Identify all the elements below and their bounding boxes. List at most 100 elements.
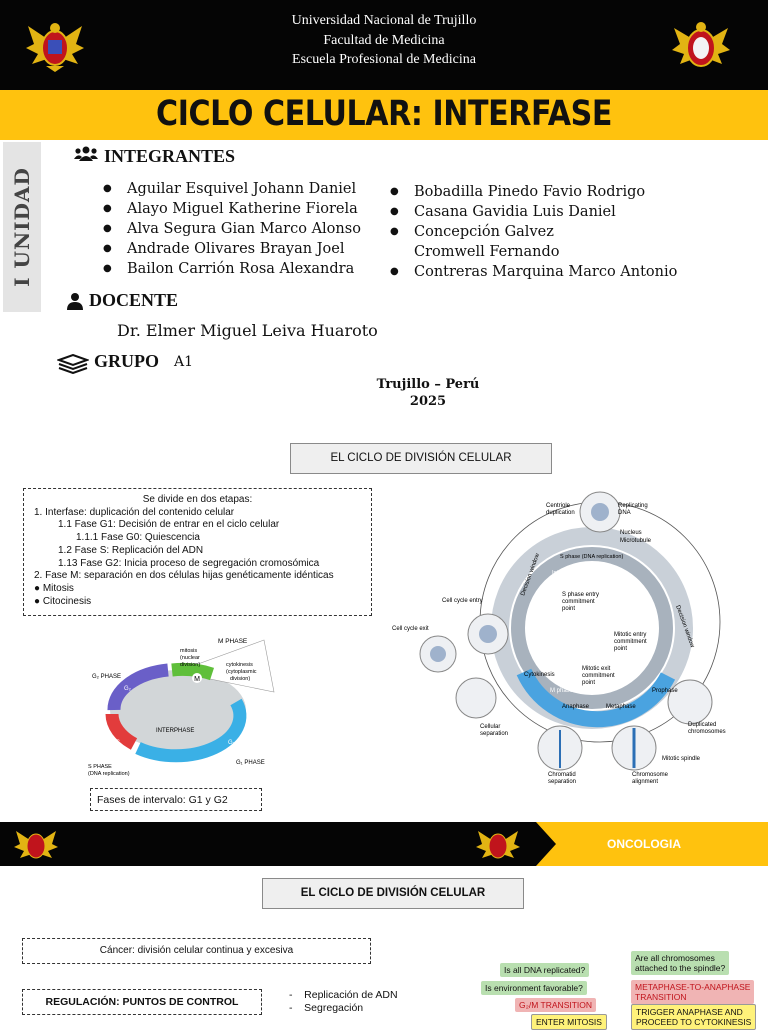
cellular-sep-label: Cellular [480, 724, 500, 730]
phase-line: 1.1.1 Fase G0: Quiescencia [76, 532, 200, 544]
members-right-list: Bobadilla Pinedo Favio Rodrigo Casana Ga… [390, 182, 684, 282]
year: 2025 [409, 394, 447, 409]
faculty-crest-small [476, 831, 520, 859]
teacher-heading: DOCENTE [89, 290, 179, 310]
nucleus-label: Nucleus [620, 530, 642, 536]
mitotic-exit-label-2: commitment [582, 673, 615, 679]
mitotic-spindle-label: Mitotic spindle [662, 756, 701, 762]
group-value: A1 [174, 354, 194, 370]
g2-label: G₂ PHASE [92, 674, 121, 680]
metaphase-anaphase: METAPHASE-TO-ANAPHASE TRANSITION [631, 980, 755, 1004]
unit-tab-label: I UNIDAD [10, 167, 34, 287]
section2-title: EL CICLO DE DIVISIÓN CELULAR [262, 878, 524, 909]
microtubule-label: Microtubule [620, 538, 652, 544]
section1-title: EL CICLO DE DIVISIÓN CELULAR [290, 443, 552, 474]
member-item: Alva Segura Gian Marco Alonso [103, 219, 387, 239]
cellular-sep-label-2: separation [480, 731, 508, 737]
checkpoint-spindle: Are all chromosomes attached to the spin… [631, 951, 730, 975]
university-crest-small [14, 831, 58, 859]
unit-tab: I UNIDAD [3, 142, 41, 312]
phase-line: 2. Fase M: separación en dos células hij… [34, 570, 334, 582]
phase-line: ● Citocinesis [34, 595, 92, 607]
s-badge: S [116, 740, 120, 746]
cytokinesis-label-3: division) [230, 676, 250, 682]
oncology-label: ONCOLOGIA [607, 837, 681, 851]
s-phase-label-2: (DNA replication) [88, 771, 130, 777]
mitotic-entry-label-2: commitment [614, 639, 647, 645]
mitotic-exit-label-3: point [582, 680, 595, 686]
city: Trujillo – Perú [376, 377, 480, 392]
users-icon [74, 146, 98, 161]
metaphase-label: Metaphase [606, 704, 636, 710]
centriole-label-2: duplication [546, 510, 575, 516]
replicating-label: Replicating [618, 503, 648, 509]
member-item: Concepción Galvez Cromwell Fernando [390, 222, 629, 262]
trigger-anaphase-line: PROCEED TO CYTOKINESIS [636, 1017, 752, 1027]
member-item: Contreras Marquina Marco Antonio [390, 262, 684, 282]
phases-box-heading: Se divide en dos etapas: [142, 494, 253, 505]
member-item: Aguilar Esquivel Johann Daniel [103, 179, 387, 199]
checkpoint-dna-replicated: Is all DNA replicated? [500, 963, 590, 977]
phases-box: Se divide en dos etapas: 1. Interfase: d… [23, 488, 372, 616]
g2m-transition: G₂/M TRANSITION [515, 998, 597, 1012]
regulation-item: - Segregación [289, 1002, 364, 1014]
mitotic-entry-label: Mitotic entry [614, 632, 646, 638]
page-title: CICLO CELULAR: INTERFASE [156, 94, 612, 134]
g1-badge: G₁ [228, 740, 235, 746]
regulation-list: - Replicación de ADN - Segregación [289, 989, 398, 1015]
mitotic-entry-label-3: point [614, 646, 627, 652]
chromatid-sep-label: Chromatid [548, 772, 576, 778]
duplicated-label: Duplicated [688, 722, 716, 728]
group-heading: GRUPO [94, 351, 159, 371]
cell-cycle-exit-label: Cell cycle exit [392, 626, 429, 632]
regulation-box: REGULACIÓN: PUNTOS DE CONTROL [22, 989, 262, 1015]
cell-cycle-entry-label: Cell cycle entry [442, 598, 483, 604]
title-bar: CICLO CELULAR: INTERFASE [0, 90, 768, 140]
cell-cycle-diagram: M M PHASE mitosis (nuclear division) cyt… [88, 638, 275, 777]
interval-note: Fases de intervalo: G1 y G2 [90, 788, 262, 811]
g1-label: G₁ PHASE [236, 760, 265, 766]
checkpoint-environment: Is environment favorable? [481, 981, 587, 995]
chromosome-align-label-2: alignment [632, 779, 658, 785]
school-name: Escuela Profesional de Medicina [292, 52, 476, 67]
cytokinesis-label: cytokinesis [226, 662, 253, 668]
cytokinesis-label-2: (cytoplasmic [226, 669, 257, 675]
g2-badge: G₂ [124, 686, 132, 692]
phase-line: 1. Interfase: duplicación del contenido … [34, 506, 235, 518]
checkpoint-spindle-line: Are all chromosomes [635, 953, 715, 963]
replicating-label-2: DNA [618, 510, 631, 516]
member-item: Andrade Olivares Brayan Joel [103, 239, 387, 259]
mitotic-exit-label: Mitotic exit [582, 666, 611, 672]
faculty-name: Facultad de Medicina [323, 33, 445, 48]
chromosome-align-label: Chromosome [632, 772, 669, 778]
cytokinesis-ring-label: Cytokinesis [524, 672, 555, 678]
university-name: Universidad Nacional de Trujillo [291, 13, 477, 28]
m-badge: M [194, 676, 200, 683]
member-item: Bobadilla Pinedo Favio Rodrigo [390, 182, 684, 202]
metaphase-anaphase-line: METAPHASE-TO-ANAPHASE [635, 982, 751, 992]
metaphase-anaphase-line: TRANSITION [635, 992, 687, 1002]
phase-line: 1.2 Fase S: Replicación del ADN [58, 544, 204, 556]
s-phase-ring-label: S phase (DNA replication) [560, 554, 623, 560]
trigger-anaphase-line: TRIGGER ANAPHASE AND [636, 1007, 743, 1017]
oncology-banner [536, 822, 768, 866]
phase-line: ● Mitosis [34, 582, 74, 594]
interphase-label: INTERPHASE [156, 728, 194, 734]
cancer-note: Cáncer: división celular continua y exce… [22, 938, 371, 964]
regulation-item-text: Segregación [304, 1002, 364, 1014]
m-phase-label: M PHASE [218, 638, 248, 645]
s-phase-label: S PHASE [88, 764, 112, 770]
members-left-list: Aguilar Esquivel Johann Daniel Alayo Mig… [103, 179, 387, 279]
member-item: Bailon Carrión Rosa Alexandra [103, 259, 387, 279]
cell-division-diagram: Centriole duplication Replicating DNA Nu… [392, 491, 726, 785]
members-heading: INTEGRANTES [104, 146, 236, 166]
mitosis-label: mitosis [180, 648, 197, 654]
m-phase-ring-label: M phase [550, 688, 574, 694]
oncology-bar: ONCOLOGIA [0, 822, 768, 866]
prophase-label: Prophase [652, 688, 678, 694]
university-crest-left [26, 23, 84, 72]
anaphase-label: Anaphase [562, 704, 590, 710]
centriole-label: Centriole [546, 503, 571, 509]
teacher-icon [67, 293, 83, 310]
member-item: Alayo Miguel Katherine Fiorela [103, 199, 387, 219]
